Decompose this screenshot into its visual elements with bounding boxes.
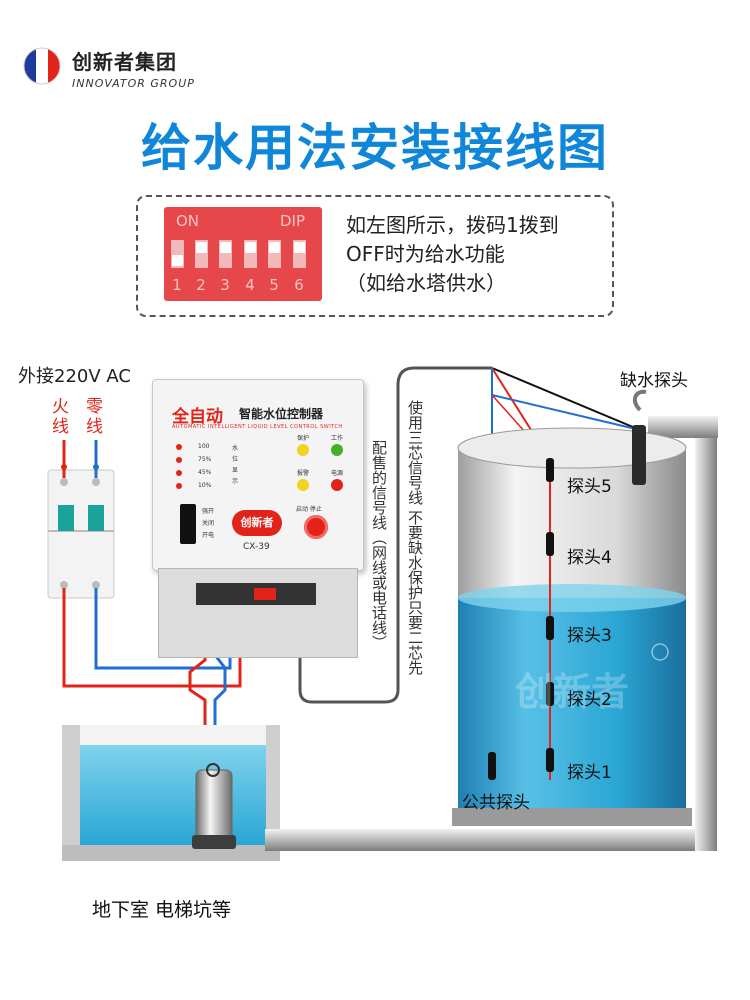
dip-switch-4 [244, 240, 257, 268]
mode-rocker-switch[interactable] [180, 504, 196, 544]
level-label: 45% [198, 469, 212, 476]
probe-label: 探头5 [567, 477, 612, 497]
level-side-label: 水位显示 [232, 445, 239, 485]
common-probe-label: 公共探头 [462, 793, 530, 813]
dip-switch-2 [195, 240, 208, 268]
start-stop-label: 启动 停止 [296, 506, 322, 513]
dip-instructions: 如左图所示，拨码1拨到 OFF时为给水功能 （如给水塔供水） [346, 211, 559, 298]
dip-switch-6 [293, 240, 306, 268]
switch-labels: 强开 关闭 开电 [202, 506, 214, 542]
work-led [331, 444, 343, 456]
supplied-signal-note: 配售的信号线（网线或电话线） [370, 440, 388, 650]
probe-label: 探头4 [567, 548, 612, 568]
page-title: 给水用法安装接线图 [141, 119, 609, 177]
dip-number: 6 [294, 276, 304, 294]
indicator-label: 保护 [296, 435, 309, 442]
dip-number: 3 [220, 276, 230, 294]
power-supply-label: 外接220V AC [18, 366, 131, 387]
zero-wire-label: 零线 [86, 397, 103, 437]
dip-instruction-line: OFF时为给水功能 [346, 242, 505, 266]
controller-terminal-panel [158, 568, 358, 658]
indicator-label: 电源 [330, 470, 343, 477]
level-label: 75% [198, 456, 212, 463]
dip-label: DIP [280, 212, 306, 230]
controller-subtitle: AUTOMATIC INTELLIGENT LIQUID LEVEL CONTR… [172, 424, 343, 430]
basement-label: 地下室 电梯坑等 [92, 899, 232, 921]
dip-number: 2 [196, 276, 206, 294]
alarm-led [297, 479, 309, 491]
probe-label: 探头2 [567, 690, 612, 710]
missing-water-probe [632, 389, 647, 485]
missing-water-probe-label: 缺水探头 [620, 371, 688, 391]
tank-watermark: 创新者 [515, 670, 629, 714]
level-label: 100 [198, 443, 210, 450]
probe-label: 探头3 [567, 626, 612, 646]
basement-pit [62, 725, 280, 861]
indicator-label: 报警 [296, 470, 309, 477]
three-core-note: 使用三芯信号线 不要缺水保护只要二芯先 [406, 400, 424, 675]
fire-wire-label: 火线 [52, 397, 69, 437]
status-indicators: 保护 工作 报警 电源 [290, 433, 350, 493]
controller-title-red: 全自动 [172, 407, 223, 427]
circuit-breaker [47, 469, 115, 599]
dip-switch-1 [171, 240, 184, 268]
brand-name-en: INNOVATOR GROUP [72, 77, 195, 90]
controller-model: CX-39 [243, 542, 270, 552]
indicator-label: 工作 [330, 435, 343, 442]
french-flag-icon [22, 46, 62, 86]
brand-name: 创新者集团 [72, 50, 177, 74]
protect-led [297, 444, 309, 456]
dip-switch-3 [219, 240, 232, 268]
submersible-pump [192, 763, 236, 849]
dip-switch-5 [268, 240, 281, 268]
dip-on-label: ON [176, 212, 200, 230]
power-led [331, 479, 343, 491]
dip-switch-block [254, 588, 276, 600]
controller-title: 智能水位控制器 [239, 407, 324, 421]
dip-number: 1 [172, 276, 182, 294]
switch-label: 关闭 [202, 520, 215, 527]
switch-label: 强开 [202, 508, 215, 515]
dip-number: 5 [269, 276, 279, 294]
dip-instruction-line: 如左图所示，拨码1拨到 [346, 213, 559, 237]
dip-instruction-line: （如给水塔供水） [346, 271, 506, 295]
controller-logo: 创新者 [232, 510, 282, 536]
dip-note-box [136, 195, 614, 317]
switch-label: 开电 [202, 532, 215, 539]
dip-number: 4 [245, 276, 255, 294]
probe-label: 探头1 [567, 763, 612, 783]
start-stop-button[interactable] [304, 515, 328, 539]
level-indicator-panel: 100 75% 45% 10% [176, 440, 226, 492]
level-label: 10% [198, 482, 212, 489]
